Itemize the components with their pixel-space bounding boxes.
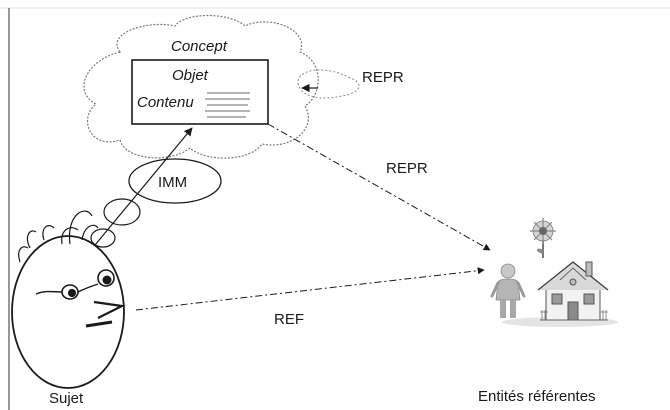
thought-bubble-small [90, 228, 116, 248]
entites-caption: Entités référentes [478, 388, 596, 405]
imm-bubble [128, 158, 222, 204]
ref-arrow [135, 267, 485, 311]
contenu-label: Contenu [137, 94, 194, 111]
thought-bubble-medium [103, 198, 141, 226]
ref-label: REF [274, 311, 304, 328]
content-lines-icon [205, 92, 250, 118]
repr-self-label: REPR [362, 69, 404, 86]
imm-label: IMM [158, 174, 187, 191]
person-icon [490, 263, 526, 318]
flower-icon [530, 218, 556, 258]
concept-label: Concept [171, 38, 228, 55]
cartoon-head-icon [11, 210, 126, 389]
imm-arrow [94, 127, 193, 246]
concept-cloud [83, 14, 319, 159]
person-house-flower-icon [490, 218, 618, 327]
objet-box [131, 59, 269, 125]
objet-label: Objet [172, 67, 209, 84]
sujet-caption: Sujet [49, 390, 84, 407]
repr-self-loop [297, 69, 360, 99]
repr-diagonal-label: REPR [386, 160, 428, 177]
repr-diagonal-arrow [267, 123, 491, 251]
house-icon [537, 261, 609, 321]
